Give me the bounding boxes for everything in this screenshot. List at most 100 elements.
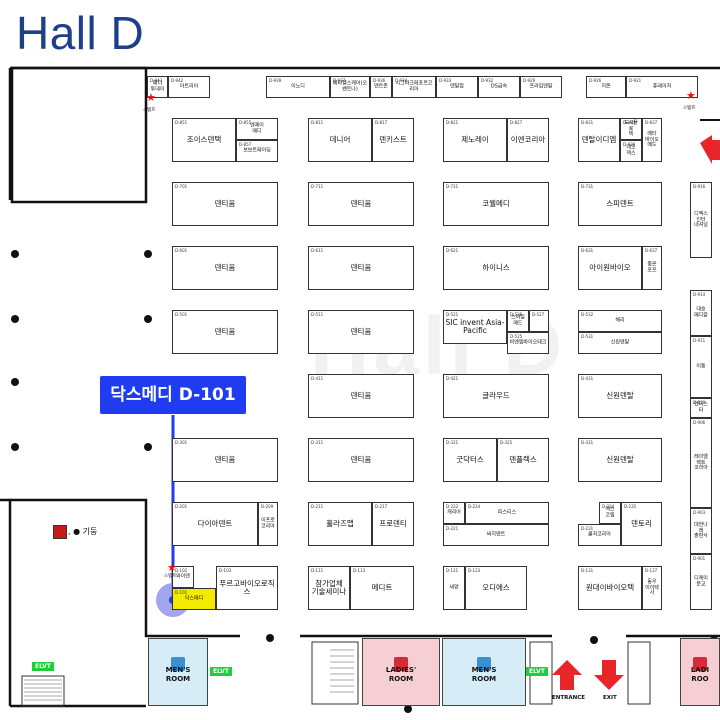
booth-name: 메디 투데이 [150,80,165,92]
staff-label: 스탭프 [683,106,696,111]
booth-code: D-906 [693,420,706,425]
booth-code: D-831 [581,120,594,125]
ladies-room-partial: LADI ROO [680,638,720,706]
booth-d-527[interactable]: D-527 [529,310,549,332]
man-icon [171,657,185,671]
mens-room-label: MEN'S ROOM [165,666,191,683]
booth-d-711[interactable]: D-711 덴티움 [308,182,414,226]
booth-name: 쿨저코리아 [587,531,611,538]
exit-label: EXIT [603,695,617,701]
booth-code: D-103 [219,568,232,573]
booth-name: 조이스덴택 [186,134,222,144]
booth-name: 비엔엠바이오테크 [509,339,547,346]
entrance-label: ENTRANCE [552,695,585,701]
booth-name: 엔제이 메디 [250,122,264,134]
booth-code: D-501 [175,312,188,317]
booth-name: 하이니스 [482,262,510,272]
booth-name: 덴티움 [350,198,372,208]
mens-room-label: MEN'S ROOM [471,666,497,683]
booth-name: 코웰메디 [482,198,510,208]
staff-label: 스탭프 [143,108,156,113]
booth-code: D-711 [311,184,324,189]
booth-name: 오디에스 [482,582,510,592]
staff-star-icon: ★ [686,89,696,102]
booth-code: D-527 [532,312,545,317]
booth-code: D-123 [468,568,481,573]
booth-name: 이동 [696,363,706,370]
booth-d-123[interactable]: D-123 오디에스 [465,566,527,610]
target-booth-callout[interactable]: 닥스메디 D-101 [99,375,247,415]
